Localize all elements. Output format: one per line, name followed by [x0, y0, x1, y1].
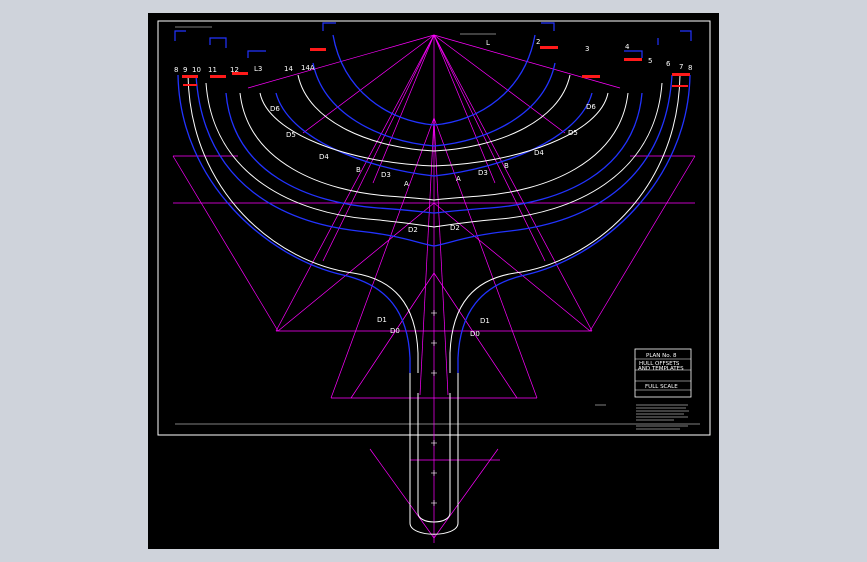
marker-5: [624, 58, 642, 61]
diag-label-d1-left: D1: [377, 316, 387, 324]
diag-label-d0-left: D0: [390, 327, 400, 335]
title-line-1: HULL OFFSETS: [639, 361, 680, 367]
diag-line-15: [350, 272, 435, 399]
red-markers: [182, 46, 690, 87]
outer-section-left: [177, 74, 411, 373]
title-line-2: AND TEMPLATES: [638, 366, 684, 372]
diag-label-d1-right: D1: [480, 317, 490, 325]
inner-d2: [205, 82, 663, 228]
cad-drawing-canvas[interactable]: 8 9 10 11 12 L3 14 14A L 2 3 4 5 6 7 8 D…: [148, 13, 719, 549]
diag-line-16: [433, 272, 518, 399]
plan-number: PLAN No. 8: [646, 353, 677, 359]
keel-profile: [409, 418, 459, 535]
section-d4: [275, 92, 593, 177]
diag-line-6: [433, 34, 593, 332]
diag-line-17: [419, 117, 435, 396]
keel-diag-right: [433, 448, 499, 539]
diag-line-1: [275, 34, 435, 332]
marker-l: [540, 46, 558, 49]
station-label: 3: [585, 45, 589, 53]
title-block-frame: [634, 348, 692, 398]
station-label: L: [486, 39, 490, 47]
diag-label-d4-right: D4: [534, 149, 544, 157]
hull-envelope-left: [172, 155, 279, 332]
diag-label-d3-right: D3: [478, 169, 488, 177]
station-label: 9: [183, 66, 187, 74]
station-label: 14A: [301, 64, 315, 72]
diag-line-14: [433, 202, 591, 332]
diag-label-d6-left: D6: [270, 105, 280, 113]
station-label: L3: [254, 65, 262, 73]
station-label: 7: [679, 63, 683, 71]
station-label: 2: [536, 38, 540, 46]
section-d3: [225, 92, 643, 214]
station-labels-right: L 2 3 4 5 6 7 8: [486, 38, 692, 72]
station-label: 14: [284, 65, 293, 73]
station-brackets: [174, 22, 692, 58]
marker-7: [672, 73, 690, 76]
station-label: 6: [666, 60, 671, 68]
diag-label-d5-left: D5: [286, 131, 296, 139]
diag-label-a-left: A: [404, 180, 409, 188]
keel-inner: [417, 393, 451, 523]
station-label: 11: [208, 66, 217, 74]
diag-label-d4-left: D4: [319, 153, 329, 161]
diag-line-3: [372, 34, 435, 184]
hull-outer-sections: [177, 34, 691, 373]
station-label: 8: [688, 64, 692, 72]
hull-inner-sections: [187, 74, 681, 535]
station-label: 4: [625, 43, 630, 51]
marker-11: [210, 75, 226, 78]
station-label: 12: [230, 66, 239, 74]
inner-section-right: [449, 74, 681, 373]
diag-label-d3-left: D3: [381, 171, 391, 179]
keel-diag-left: [369, 448, 435, 539]
diagonal-lines: [172, 34, 696, 543]
diag-label-d2-right: D2: [450, 224, 460, 232]
inner-d4: [259, 92, 609, 167]
diag-line-18: [433, 117, 449, 396]
diag-line-2: [322, 34, 435, 262]
centerline-ticks: [431, 310, 437, 506]
marker-12: [232, 72, 248, 75]
station-label: 10: [192, 66, 201, 74]
diag-line-9: [433, 34, 566, 134]
scale-label: FULL SCALE: [645, 384, 678, 390]
marker-7b: [672, 85, 688, 87]
inner-d3: [239, 92, 629, 201]
diag-label-a-right: A: [456, 175, 461, 183]
marker-9: [182, 75, 198, 78]
hull-body-plan: 8 9 10 11 12 L3 14 14A L 2 3 4 5 6 7 8 D…: [157, 20, 711, 543]
outer-section-right: [457, 74, 691, 373]
diag-line-7: [433, 34, 546, 262]
section-d6: [332, 34, 536, 126]
station-label: 8: [174, 66, 178, 74]
diag-line-13: [277, 202, 435, 332]
marker-3: [582, 75, 600, 78]
inner-section-left: [187, 74, 419, 373]
diag-label-b-right: B: [504, 162, 509, 170]
section-d5: [312, 62, 556, 147]
keel-skeg-lines: [409, 373, 459, 418]
hull-envelope-right: [589, 155, 696, 332]
diag-line-8: [433, 34, 496, 184]
station-labels-left: 8 9 10 11 12 L3 14 14A: [174, 64, 315, 74]
section-d2: [195, 74, 673, 247]
diag-label-d0-right: D0: [470, 330, 480, 338]
marker-9b: [183, 84, 197, 86]
diag-label-d5-right: D5: [568, 129, 578, 137]
diag-label-d2-left: D2: [408, 226, 418, 234]
diagonal-labels: D6 D6 D5 D5 D4 D4 D3 D3 D2 D2 D1 D1 D0 D…: [270, 103, 596, 338]
notes-block: [175, 26, 689, 430]
diag-label-b-left: B: [356, 166, 361, 174]
marker-14a: [310, 48, 326, 51]
inner-d5: [297, 74, 571, 152]
title-block: PLAN No. 8 HULL OFFSETS AND TEMPLATES FU…: [634, 348, 692, 398]
station-label: 5: [648, 57, 652, 65]
diag-label-d6-right: D6: [586, 103, 596, 111]
